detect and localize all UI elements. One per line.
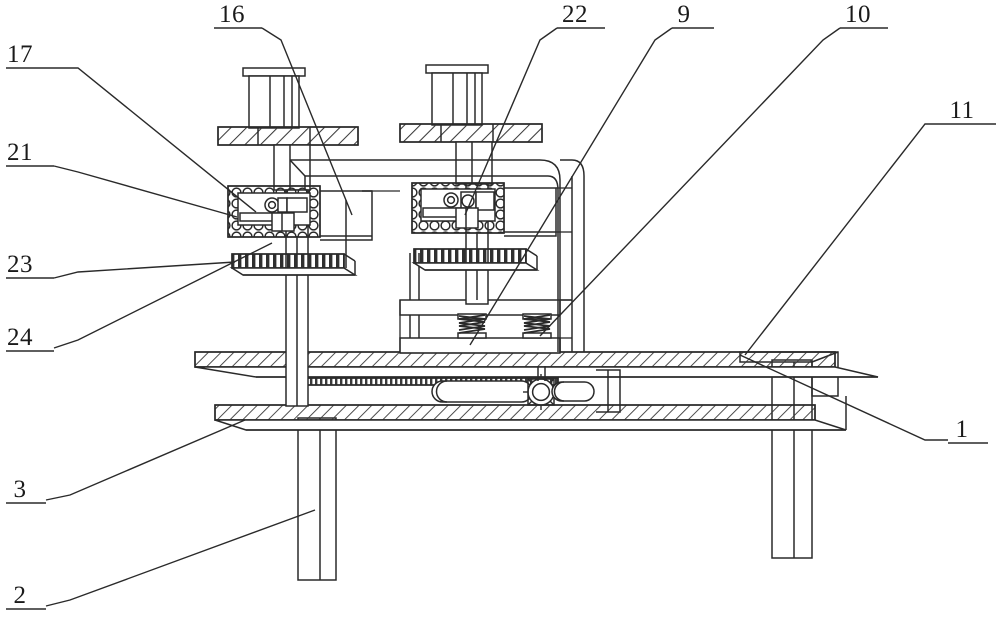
clamp-block-right (411, 182, 557, 237)
right-head-assembly (399, 64, 557, 305)
c-frame-bracket (289, 159, 585, 352)
numeral-text-17: 17 (7, 41, 33, 68)
top-flange-left (217, 126, 359, 146)
numeral-text-23: 23 (7, 251, 33, 278)
column-left (273, 144, 311, 407)
numeral-text-22: 22 (562, 1, 588, 28)
leader-line-2 (45, 509, 316, 607)
rack-bar-left (229, 253, 358, 276)
top-cylinder-left (242, 67, 306, 129)
reference-numeral-23: 23 (6, 251, 236, 279)
leader-line-23 (53, 261, 236, 279)
numeral-text-11: 11 (949, 97, 974, 124)
clamp-block-left (227, 185, 373, 241)
leader-line-11 (744, 123, 948, 356)
numeral-text-3: 3 (14, 476, 27, 503)
rack-bar-right (411, 248, 540, 271)
leader-line-1 (739, 354, 948, 441)
spring-left (458, 314, 486, 334)
reference-numeral-11: 11 (744, 97, 996, 356)
numeral-text-2: 2 (14, 582, 27, 609)
top-cylinder-right (425, 64, 489, 126)
numeral-text-21: 21 (7, 139, 33, 166)
reference-numeral-2: 2 (6, 509, 316, 610)
lower-plate (214, 396, 847, 431)
numeral-text-1: 1 (956, 416, 969, 443)
numeral-text-9: 9 (678, 1, 691, 28)
leader-line-24 (53, 242, 273, 349)
numeral-text-10: 10 (845, 1, 871, 28)
reference-numeral-1: 1 (739, 354, 988, 444)
leader-line-21 (53, 165, 238, 218)
numeral-text-24: 24 (7, 324, 33, 351)
reference-numeral-22: 22 (464, 1, 605, 216)
reference-numeral-17: 17 (6, 41, 257, 213)
leader-line-22 (464, 27, 558, 216)
rear-structure-lines (372, 187, 572, 354)
reference-numeral-9: 9 (469, 1, 714, 346)
leader-line-17 (54, 67, 257, 213)
top-flange-right (399, 123, 543, 143)
reference-numeral-24: 24 (6, 242, 273, 352)
rack-pinion-assembly (431, 366, 621, 413)
spring-assembly (399, 253, 572, 354)
numeral-text-16: 16 (219, 1, 245, 28)
upper-worktable-plate (194, 351, 879, 378)
left-head-assembly (217, 67, 373, 407)
reference-numeral-16: 16 (214, 1, 353, 216)
reference-numeral-10: 10 (539, 1, 888, 337)
reference-numeral-21: 21 (6, 139, 238, 218)
reference-numeral-3: 3 (6, 419, 246, 504)
leader-line-16 (261, 27, 353, 216)
leader-line-10 (539, 27, 841, 337)
leader-line-3 (45, 419, 246, 501)
leader-line-9 (469, 27, 673, 346)
